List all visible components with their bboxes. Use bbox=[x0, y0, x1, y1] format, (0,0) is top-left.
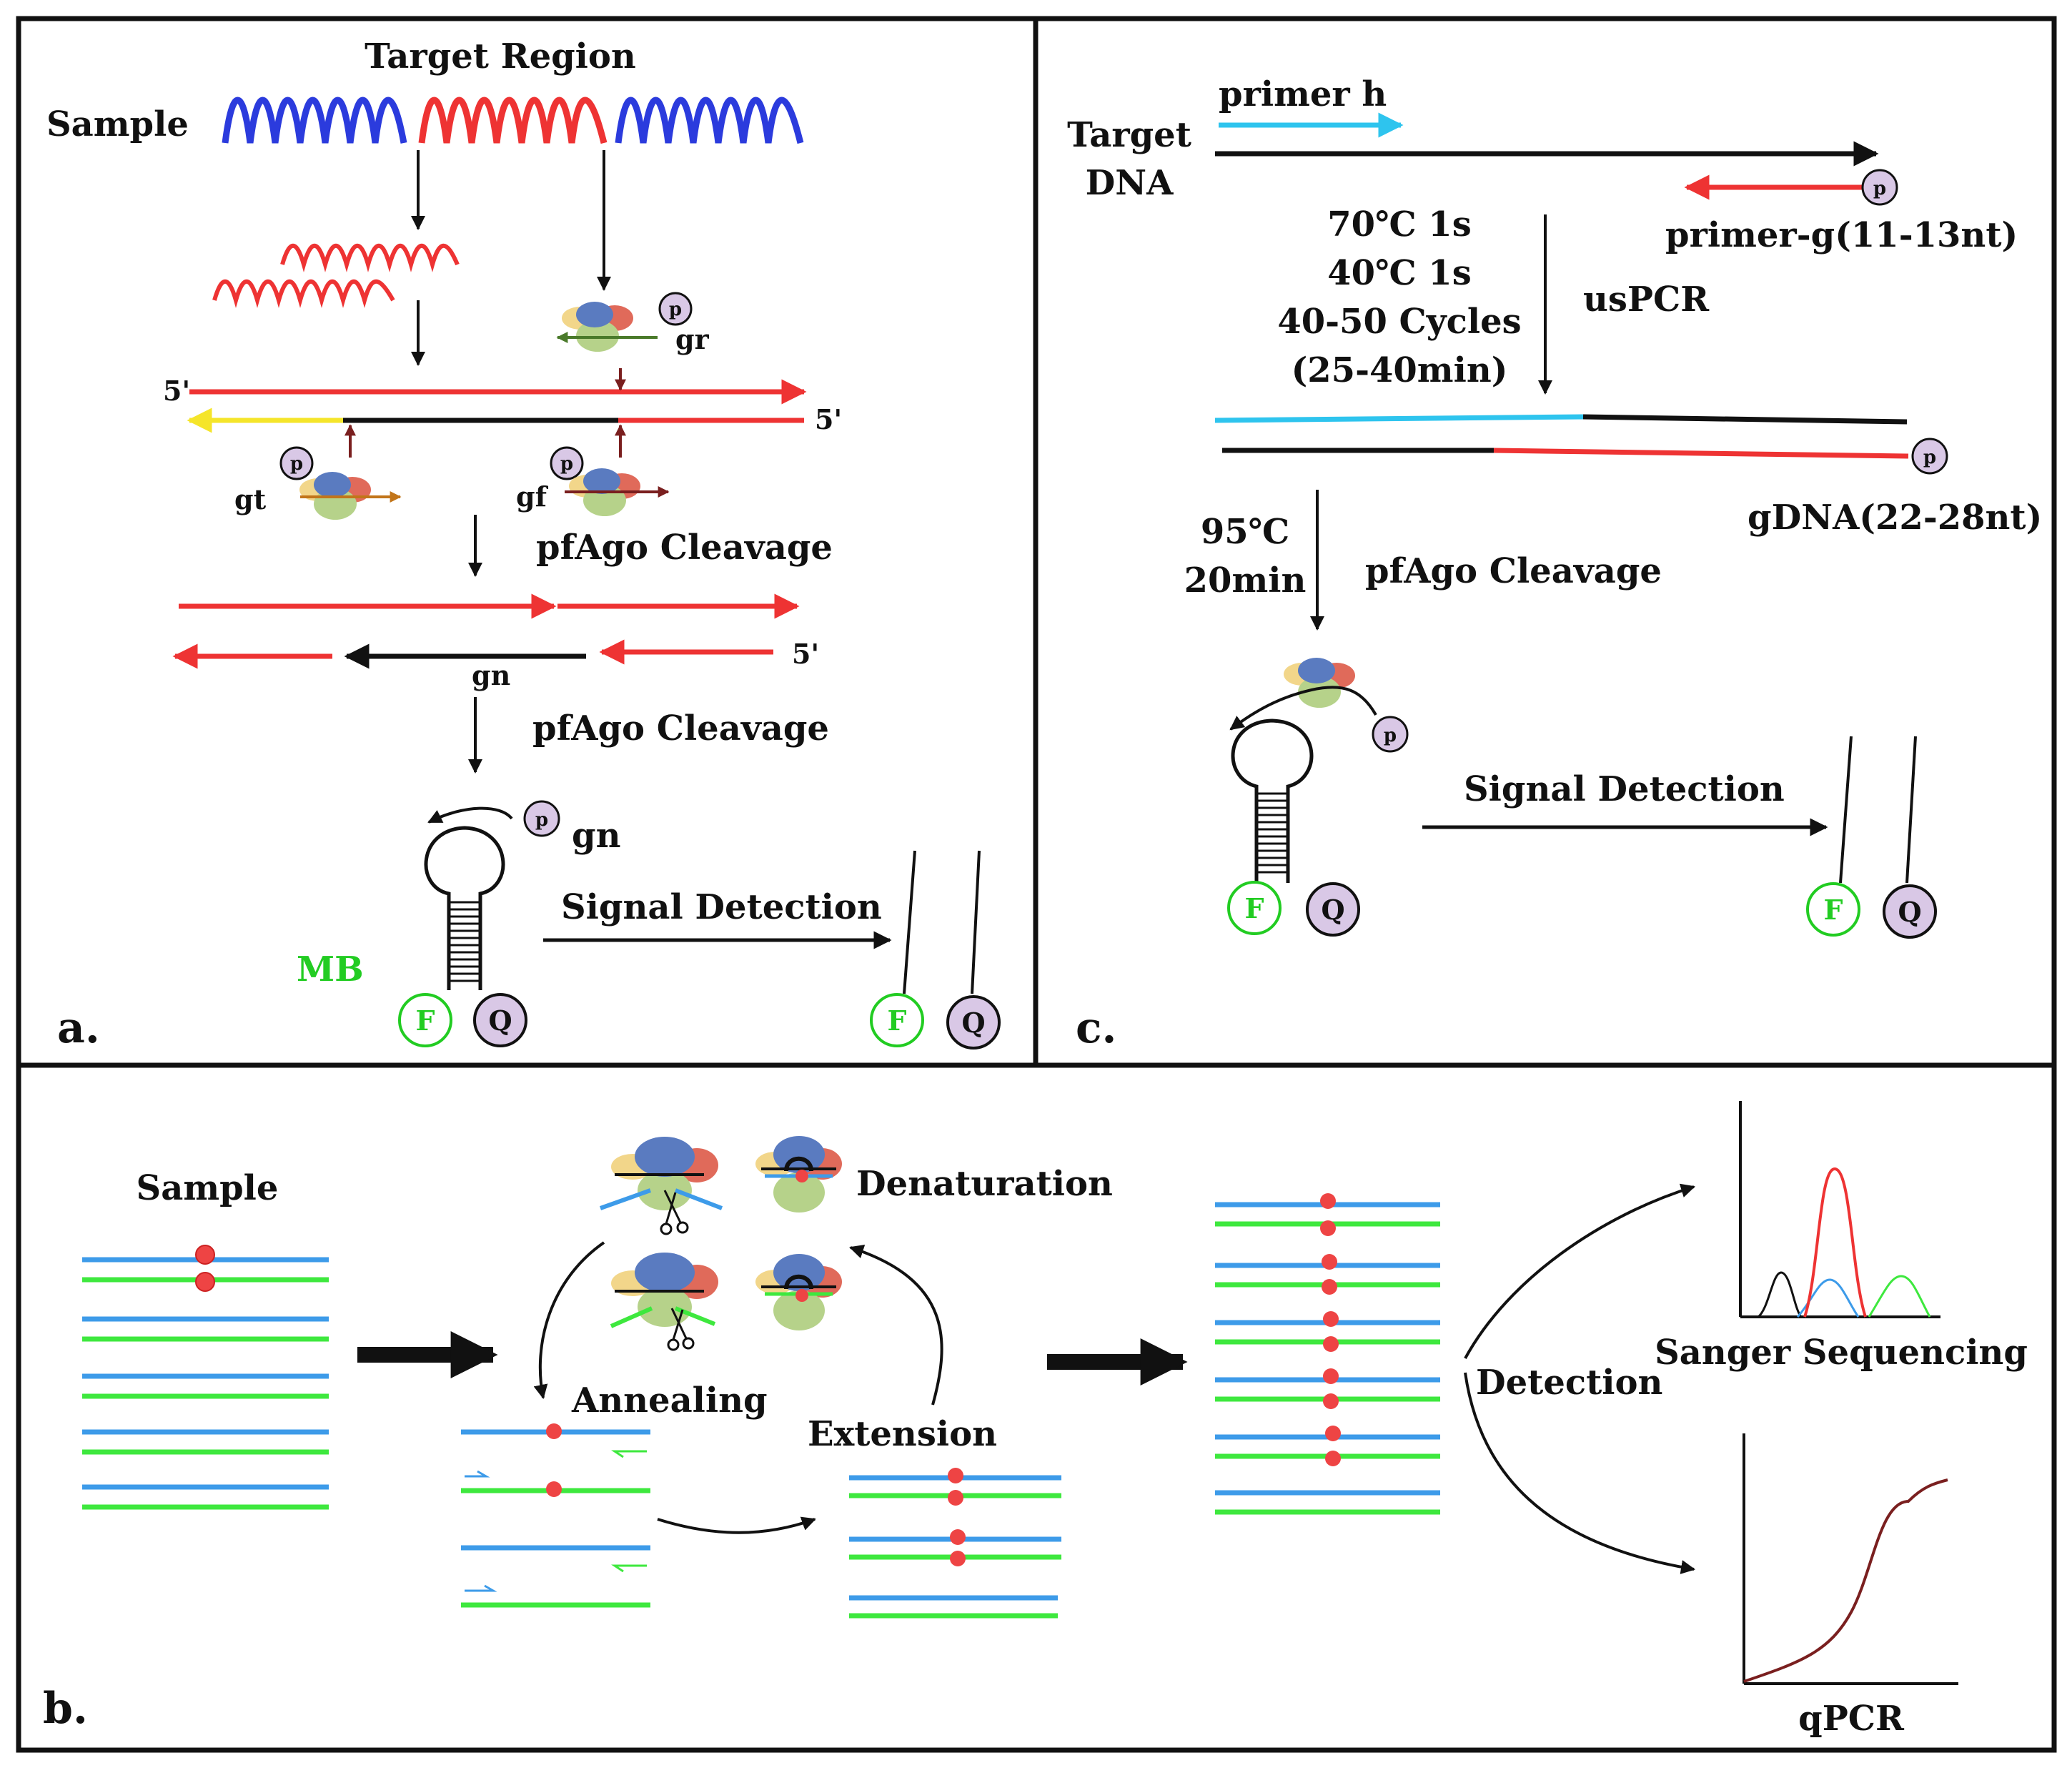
mb-label: MB bbox=[297, 949, 364, 989]
qpcr-chart bbox=[1743, 1433, 1958, 1685]
phosphate-gt: p bbox=[290, 453, 303, 475]
molecular-beacon-c: p F Q bbox=[1227, 658, 1409, 937]
fluorophore-a: F bbox=[416, 1004, 435, 1037]
extension-label: Extension bbox=[808, 1414, 997, 1454]
phosphate-gf: p bbox=[560, 453, 573, 475]
five-prime-cleaved: 5' bbox=[792, 638, 819, 670]
sanger-chart bbox=[1739, 1101, 1940, 1318]
phosphate-c-mb: p bbox=[1384, 725, 1397, 746]
gdna-label: gDNA(22-28nt) bbox=[1748, 498, 2042, 538]
time-label: 20min bbox=[1184, 560, 1307, 601]
condition-4: (25-40min) bbox=[1292, 350, 1508, 390]
sample-label-b: Sample bbox=[137, 1168, 279, 1208]
denaturation-label: Denaturation bbox=[856, 1164, 1113, 1204]
amplified-strands bbox=[1215, 1193, 1440, 1515]
panel-frames bbox=[16, 16, 2057, 1753]
molecular-beacon-a: p gn F Q bbox=[398, 800, 620, 1047]
five-prime-top-a: 5' bbox=[163, 375, 190, 407]
gn-label-1: gn bbox=[472, 659, 510, 691]
amplified-fragments bbox=[212, 243, 460, 308]
phosphate-gdna: p bbox=[1923, 447, 1936, 468]
panel-letter-a: a. bbox=[57, 1003, 100, 1053]
sample-strands bbox=[82, 1245, 329, 1510]
condition-3: 40-50 Cycles bbox=[1277, 302, 1521, 342]
gn-label-2: gn bbox=[572, 816, 620, 856]
uspcr-label: usPCR bbox=[1583, 280, 1710, 320]
qpcr-label: qPCR bbox=[1798, 1699, 1905, 1739]
sanger-label: Sanger Sequencing bbox=[1655, 1333, 2028, 1373]
ago-complex-gr: p gr bbox=[556, 292, 710, 355]
pfago-cleavage-c: pfAgo Cleavage bbox=[1365, 551, 1662, 591]
panel-letter-b: b. bbox=[43, 1684, 88, 1734]
sample-label-a: Sample bbox=[46, 104, 189, 144]
ago-scissors-complexes bbox=[599, 1136, 842, 1351]
phosphate-gn: p bbox=[535, 809, 548, 831]
five-prime-bottom-a: 5' bbox=[815, 403, 842, 435]
quencher-c: Q bbox=[1321, 894, 1344, 926]
panel-a: Target Region Sample p gr 5' bbox=[46, 36, 1001, 1053]
condition-2: 40℃ 1s bbox=[1327, 253, 1471, 293]
condition-1: 70℃ 1s bbox=[1327, 204, 1471, 245]
annealing-label: Annealing bbox=[571, 1381, 768, 1421]
primer-h-label: primer h bbox=[1219, 74, 1387, 114]
quencher-a: Q bbox=[488, 1004, 512, 1037]
panel-b: Sample bbox=[43, 1101, 2028, 1739]
primer-g-label: primer-g(11-13nt) bbox=[1665, 215, 2018, 255]
signal-detection-a: Signal Detection bbox=[561, 887, 882, 927]
sample-dna-waves bbox=[222, 97, 804, 144]
ago-complex-gf: p gf bbox=[516, 446, 670, 516]
released-fluorophore-c: F Q bbox=[1806, 736, 1937, 939]
temp-label: 95℃ bbox=[1201, 512, 1289, 552]
phosphate-gr: p bbox=[669, 299, 682, 320]
ago-complex-gt: p gt bbox=[234, 446, 402, 520]
detection-label: Detection bbox=[1476, 1363, 1662, 1403]
gr-label: gr bbox=[675, 323, 710, 355]
phosphate-primer-g: p bbox=[1873, 178, 1886, 199]
fluorophore-c: F bbox=[1245, 892, 1264, 924]
panel-letter-c: c. bbox=[1076, 1003, 1116, 1053]
quencher-c-released: Q bbox=[1898, 896, 1921, 928]
extension-strands bbox=[849, 1468, 1061, 1619]
panel-c: primer h Target DNA p primer-g(11-13nt) … bbox=[1067, 74, 2042, 1053]
target-dna-label-2: DNA bbox=[1086, 163, 1174, 203]
target-region-label: Target Region bbox=[365, 36, 636, 76]
annealing-strands bbox=[461, 1423, 650, 1608]
quencher-a-released: Q bbox=[961, 1007, 985, 1039]
fluorophore-c-released: F bbox=[1824, 894, 1843, 926]
pfago-cleavage-2: pfAgo Cleavage bbox=[532, 708, 829, 749]
pfago-cleavage-1: pfAgo Cleavage bbox=[536, 528, 833, 568]
released-fluorophore-a: F Q bbox=[870, 850, 1001, 1050]
fluorophore-a-released: F bbox=[888, 1004, 907, 1037]
target-dna-label-1: Target bbox=[1067, 115, 1191, 155]
signal-detection-c: Signal Detection bbox=[1464, 769, 1785, 809]
gt-label: gt bbox=[234, 483, 267, 515]
gf-label: gf bbox=[516, 480, 549, 513]
